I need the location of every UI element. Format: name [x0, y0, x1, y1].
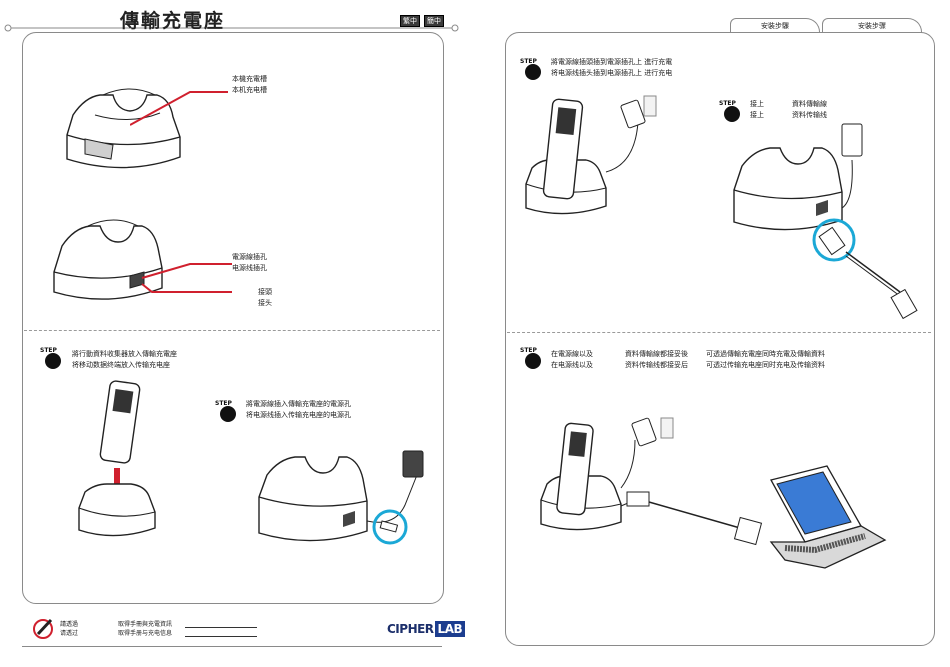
tab-install-steps-sc[interactable]: 安裝步骤 [822, 18, 922, 33]
page-title: 傳輸充電座 [120, 10, 226, 32]
step5-a-tc: 在電源線以及 [551, 350, 593, 358]
cradle-slot-label-sc: 本机充电槽 [232, 86, 267, 94]
step-word: STEP [520, 58, 538, 65]
step-badge-icon: STEP [215, 400, 236, 422]
cradle-laptop-connection-illustration [540, 417, 887, 569]
pointer-line-jack [141, 263, 232, 293]
step5-c-sc: 可透过传输充电座同时充电及传输资料 [706, 361, 825, 369]
step5-b-tc: 資料傳輸線都接妥後 [625, 350, 688, 358]
step-word: STEP [719, 100, 737, 107]
pencil-note-icon [33, 618, 53, 639]
note-a-tc: 請透過 [60, 621, 79, 628]
step4-a-tc: 接上 [750, 100, 764, 108]
step-word: STEP [520, 347, 538, 354]
note-b-tc: 取得手冊與充電資訊 [118, 621, 173, 628]
step4-b-tc: 資料傳輸線 [792, 100, 827, 108]
lang-badge-simplified: 簡中 [424, 15, 444, 27]
step5-b-sc: 资料传输线都接妥后 [625, 361, 688, 369]
blank-line [185, 636, 257, 637]
connector-label-sc: 接头 [258, 299, 272, 307]
step-badge-icon: STEP [520, 58, 541, 80]
step2-text-tc: 將電源線插入傳輸充電座的電源孔 [246, 400, 351, 408]
step1-text-sc: 将移动数据终端放入传输充电座 [72, 361, 170, 369]
cradle-illustration-rear [53, 219, 163, 300]
terminal-into-cradle-illustration [78, 380, 156, 537]
footer-rule [22, 646, 442, 647]
step5-c-tc: 可透過傳輸充電座同時充電及傳輸資料 [706, 350, 825, 358]
step5-a-sc: 在电源线以及 [551, 361, 593, 369]
header-rule [4, 24, 459, 32]
step3-text-tc: 將電源線插頭插到電源插孔上 進行充電 [551, 58, 673, 66]
power-jack-label-sc: 电源线插孔 [232, 264, 267, 272]
step-badge-icon: STEP [40, 347, 61, 369]
tab-install-steps-tc[interactable]: 安裝步驟 [730, 18, 820, 33]
note-a-sc: 请透过 [60, 630, 79, 637]
cradle-slot-label-tc: 本機充電槽 [232, 75, 267, 83]
section-divider [507, 332, 931, 333]
pointer-line-slot [130, 91, 228, 126]
step-word: STEP [215, 400, 233, 407]
note-b-sc: 取得手册与充电信息 [118, 630, 173, 637]
step-badge-icon: STEP [520, 347, 541, 369]
lang-badge-traditional: 繁中 [400, 15, 420, 27]
cradle-data-cable-illustration [733, 123, 918, 320]
blank-line [185, 627, 257, 628]
step4-a-sc: 接上 [750, 111, 764, 119]
step-word: STEP [40, 347, 58, 354]
step2-text-sc: 将电源线插入传输充电座的电源孔 [246, 411, 351, 419]
step3-text-sc: 将电源线插头插到电源插孔上 进行充电 [551, 69, 673, 77]
power-jack-label-tc: 電源線插孔 [232, 253, 267, 261]
terminal-in-cradle-charging-illustration [525, 95, 657, 215]
step4-b-sc: 资料传输线 [792, 111, 827, 119]
connector-label-tc: 接頭 [258, 288, 272, 296]
step1-text-tc: 將行動資料收集器放入傳輸充電座 [72, 350, 177, 358]
section-divider [24, 330, 440, 331]
step-badge-icon: STEP [719, 100, 740, 122]
cradle-power-cable-illustration [258, 450, 424, 545]
